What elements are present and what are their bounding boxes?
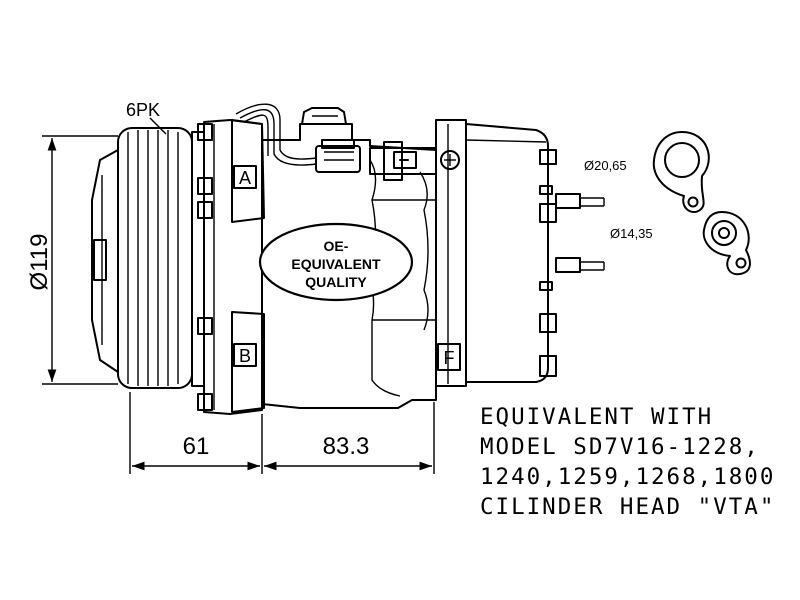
diameter-dimension: Ø119: [26, 135, 118, 385]
marker-a: A: [239, 168, 251, 188]
fitting-large-label: Ø20,65: [584, 158, 627, 173]
note-line-2: MODEL SD7V16-1228,: [480, 434, 760, 460]
oe-equivalent-badge: OE- EQUIVALENT QUALITY: [258, 222, 414, 302]
fitting-large: Ø20,65: [584, 131, 710, 214]
rear-head: F: [435, 119, 605, 387]
badge-line-2: EQUIVALENT: [291, 256, 381, 272]
marker-b: B: [239, 346, 251, 366]
length-dimensions: 61 83.3: [129, 392, 435, 474]
belt-label: 6PK: [126, 100, 160, 120]
badge-line-3: QUALITY: [305, 274, 367, 290]
fitting-small: Ø14,35: [610, 211, 751, 276]
badge-line-1: OE-: [324, 238, 349, 254]
marker-f: F: [444, 348, 455, 368]
note-line-1: EQUIVALENT WITH: [480, 404, 713, 430]
clutch-length-label: 61: [183, 433, 210, 460]
pulley: 6PK: [91, 100, 205, 389]
body-length-label: 83.3: [323, 433, 370, 460]
diameter-label: Ø119: [26, 234, 53, 291]
note-line-3: 1240,1259,1268,1800: [480, 464, 775, 490]
note-line-4: CILINDER HEAD "VTA": [480, 494, 775, 520]
model-note: EQUIVALENT WITH MODEL SD7V16-1228, 1240,…: [480, 404, 775, 520]
front-housing: A B: [197, 119, 265, 415]
fitting-small-label: Ø14,35: [610, 226, 653, 241]
